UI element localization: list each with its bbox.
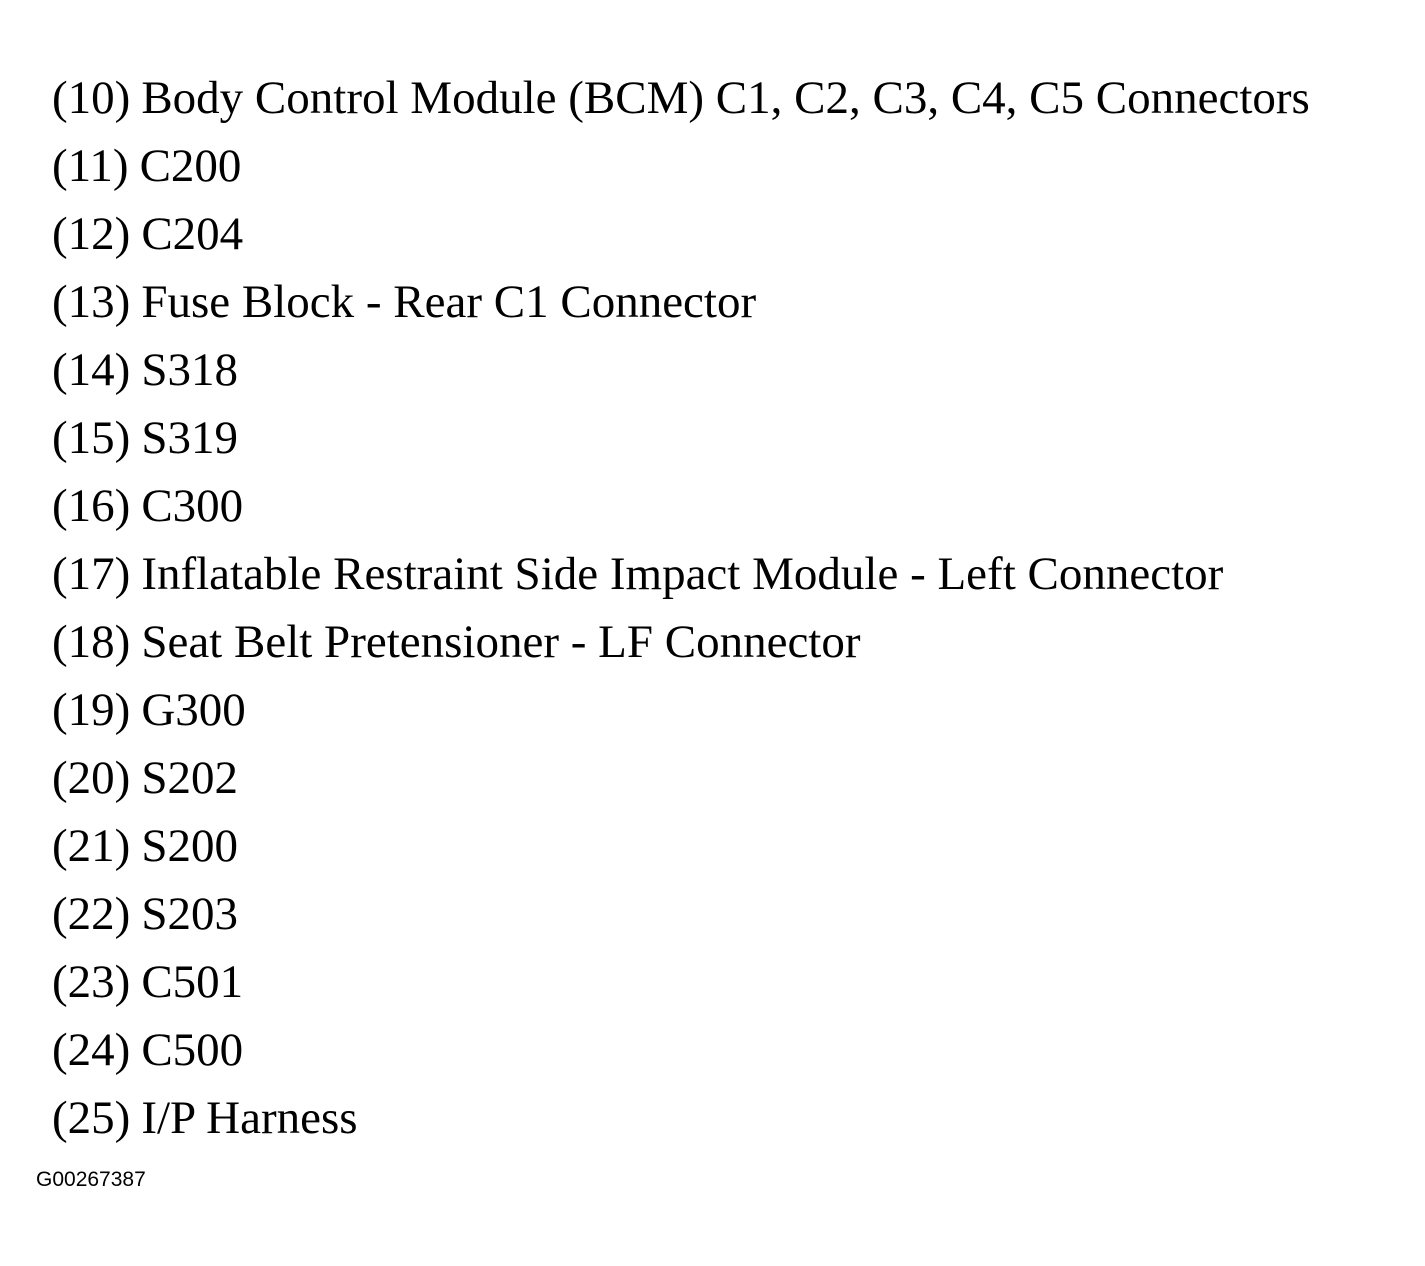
legend-item-label: C501 bbox=[141, 956, 244, 1008]
legend-item-label: I/P Harness bbox=[141, 1092, 358, 1144]
legend-item-number: (12) bbox=[52, 208, 131, 260]
legend-item-number: (18) bbox=[52, 616, 131, 668]
legend-item: (19)G300 bbox=[52, 678, 1310, 746]
legend-item-number: (25) bbox=[52, 1092, 131, 1144]
legend-item-number: (15) bbox=[52, 412, 131, 464]
component-legend-list: (10)Body Control Module (BCM) C1, C2, C3… bbox=[52, 66, 1310, 1154]
legend-item: (10)Body Control Module (BCM) C1, C2, C3… bbox=[52, 66, 1310, 134]
legend-item: (16)C300 bbox=[52, 474, 1310, 542]
legend-item: (21)S200 bbox=[52, 814, 1310, 882]
legend-item-number: (11) bbox=[52, 140, 129, 192]
legend-item: (20)S202 bbox=[52, 746, 1310, 814]
legend-item-number: (16) bbox=[52, 480, 131, 532]
legend-item-label: Inflatable Restraint Side Impact Module … bbox=[141, 548, 1224, 600]
legend-item-label: C300 bbox=[141, 480, 244, 532]
legend-item: (12)C204 bbox=[52, 202, 1310, 270]
legend-item-number: (23) bbox=[52, 956, 131, 1008]
legend-item-label: S319 bbox=[141, 412, 238, 464]
legend-item: (23)C501 bbox=[52, 950, 1310, 1018]
legend-item-label: S200 bbox=[141, 820, 238, 872]
legend-item: (22)S203 bbox=[52, 882, 1310, 950]
legend-item: (17)Inflatable Restraint Side Impact Mod… bbox=[52, 542, 1310, 610]
legend-item-label: G300 bbox=[141, 684, 246, 736]
legend-item: (13)Fuse Block - Rear C1 Connector bbox=[52, 270, 1310, 338]
legend-item-number: (20) bbox=[52, 752, 131, 804]
legend-item-number: (10) bbox=[52, 72, 131, 124]
legend-item-label: S318 bbox=[141, 344, 238, 396]
legend-item-number: (24) bbox=[52, 1024, 131, 1076]
legend-item: (25)I/P Harness bbox=[52, 1086, 1310, 1154]
legend-item-label: Body Control Module (BCM) C1, C2, C3, C4… bbox=[141, 72, 1310, 124]
legend-item-number: (19) bbox=[52, 684, 131, 736]
legend-item-label: S203 bbox=[141, 888, 238, 940]
legend-item-label: S202 bbox=[141, 752, 238, 804]
legend-item: (15)S319 bbox=[52, 406, 1310, 474]
legend-item-number: (14) bbox=[52, 344, 131, 396]
legend-item-label: C204 bbox=[141, 208, 244, 260]
figure-id: G00267387 bbox=[36, 1168, 146, 1191]
legend-item-number: (22) bbox=[52, 888, 131, 940]
legend-item: (18)Seat Belt Pretensioner - LF Connecto… bbox=[52, 610, 1310, 678]
legend-item-number: (13) bbox=[52, 276, 131, 328]
legend-item-label: C500 bbox=[141, 1024, 244, 1076]
legend-item-number: (17) bbox=[52, 548, 131, 600]
legend-item-label: Fuse Block - Rear C1 Connector bbox=[141, 276, 757, 328]
legend-item: (24)C500 bbox=[52, 1018, 1310, 1086]
legend-item-number: (21) bbox=[52, 820, 131, 872]
legend-item: (14)S318 bbox=[52, 338, 1310, 406]
legend-item-label: C200 bbox=[139, 140, 242, 192]
legend-item: (11)C200 bbox=[52, 134, 1310, 202]
legend-item-label: Seat Belt Pretensioner - LF Connector bbox=[141, 616, 861, 668]
